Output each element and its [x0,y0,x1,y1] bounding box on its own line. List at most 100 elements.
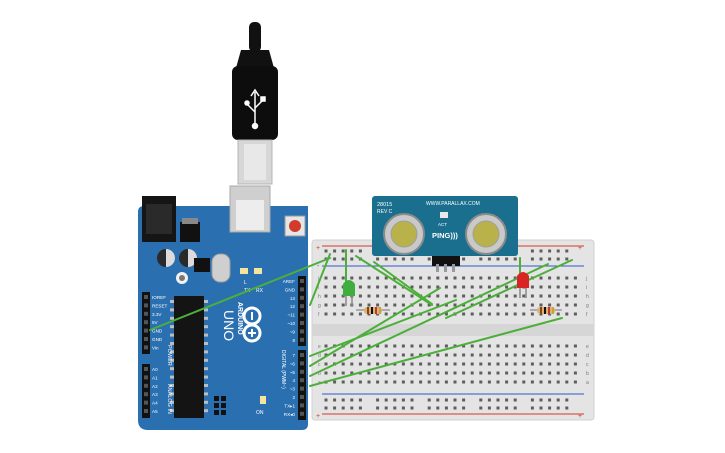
breadboard-hole[interactable] [479,257,483,261]
breadboard-hole[interactable] [367,276,371,280]
breadboard-hole[interactable] [324,285,328,289]
breadboard-hole[interactable] [384,257,388,261]
breadboard-hole[interactable] [341,371,345,375]
breadboard-hole[interactable] [530,312,534,316]
header-pin[interactable] [300,279,304,283]
breadboard-hole[interactable] [513,353,517,357]
breadboard-hole[interactable] [367,371,371,375]
header-pin[interactable] [300,369,304,374]
breadboard-hole[interactable] [556,380,560,384]
breadboard-hole[interactable] [427,285,431,289]
header-pin[interactable] [144,295,148,299]
breadboard-hole[interactable] [548,249,552,253]
breadboard-hole[interactable] [539,353,543,357]
breadboard-hole[interactable] [384,398,388,402]
breadboard-hole[interactable] [401,257,405,261]
breadboard-hole[interactable] [427,398,431,402]
breadboard-hole[interactable] [444,276,448,280]
breadboard-hole[interactable] [530,249,534,253]
breadboard-hole[interactable] [401,406,405,410]
breadboard-hole[interactable] [522,303,526,307]
breadboard-hole[interactable] [410,276,414,280]
breadboard-hole[interactable] [453,362,457,366]
breadboard-hole[interactable] [333,285,337,289]
breadboard-hole[interactable] [462,257,466,261]
breadboard-hole[interactable] [487,285,491,289]
breadboard-hole[interactable] [401,398,405,402]
breadboard-hole[interactable] [565,285,569,289]
breadboard-hole[interactable] [324,344,328,348]
header-pin[interactable] [300,329,304,334]
breadboard-hole[interactable] [573,312,577,316]
breadboard-hole[interactable] [333,303,337,307]
breadboard-hole[interactable] [376,303,380,307]
breadboard-hole[interactable] [384,371,388,375]
breadboard-hole[interactable] [470,362,474,366]
breadboard-hole[interactable] [333,249,337,253]
breadboard-hole[interactable] [530,303,534,307]
breadboard-hole[interactable] [324,303,328,307]
breadboard-hole[interactable] [539,398,543,402]
breadboard-hole[interactable] [522,362,526,366]
breadboard-hole[interactable] [479,371,483,375]
breadboard-hole[interactable] [341,406,345,410]
breadboard-hole[interactable] [462,362,466,366]
breadboard-hole[interactable] [384,353,388,357]
breadboard-hole[interactable] [453,294,457,298]
breadboard-hole[interactable] [548,276,552,280]
breadboard-hole[interactable] [376,257,380,261]
breadboard-hole[interactable] [548,380,552,384]
breadboard-hole[interactable] [556,398,560,402]
breadboard-hole[interactable] [530,380,534,384]
breadboard-hole[interactable] [444,312,448,316]
breadboard-hole[interactable] [444,406,448,410]
breadboard-hole[interactable] [324,249,328,253]
breadboard-hole[interactable] [479,362,483,366]
breadboard-hole[interactable] [350,312,354,316]
breadboard-hole[interactable] [324,312,328,316]
breadboard-hole[interactable] [324,353,328,357]
breadboard-hole[interactable] [393,380,397,384]
breadboard-hole[interactable] [341,303,345,307]
breadboard-hole[interactable] [556,257,560,261]
breadboard-hole[interactable] [496,312,500,316]
breadboard-hole[interactable] [487,362,491,366]
breadboard-hole[interactable] [470,380,474,384]
breadboard-hole[interactable] [419,362,423,366]
breadboard-hole[interactable] [333,380,337,384]
breadboard-hole[interactable] [505,257,509,261]
header-pin[interactable] [300,386,304,391]
breadboard-hole[interactable] [444,294,448,298]
breadboard-hole[interactable] [358,285,362,289]
breadboard-hole[interactable] [530,398,534,402]
breadboard-hole[interactable] [513,257,517,261]
breadboard-hole[interactable] [419,371,423,375]
breadboard-hole[interactable] [410,257,414,261]
wire[interactable] [309,299,457,357]
breadboard-hole[interactable] [470,294,474,298]
breadboard-hole[interactable] [539,362,543,366]
breadboard-hole[interactable] [513,344,517,348]
breadboard-hole[interactable] [496,380,500,384]
breadboard-hole[interactable] [453,303,457,307]
breadboard-hole[interactable] [530,294,534,298]
breadboard-hole[interactable] [324,362,328,366]
breadboard-hole[interactable] [367,353,371,357]
breadboard-hole[interactable] [556,276,560,280]
breadboard-hole[interactable] [505,371,509,375]
header-pin[interactable] [144,392,148,397]
breadboard-hole[interactable] [358,353,362,357]
breadboard-hole[interactable] [462,276,466,280]
breadboard-hole[interactable] [401,312,405,316]
breadboard-hole[interactable] [530,406,534,410]
breadboard-hole[interactable] [427,353,431,357]
breadboard-hole[interactable] [333,257,337,261]
breadboard-hole[interactable] [376,344,380,348]
header-pin[interactable] [300,403,304,408]
header-pin[interactable] [300,295,304,300]
breadboard-hole[interactable] [548,257,552,261]
breadboard-hole[interactable] [350,380,354,384]
breadboard-hole[interactable] [487,257,491,261]
breadboard-hole[interactable] [505,398,509,402]
breadboard-hole[interactable] [341,276,345,280]
